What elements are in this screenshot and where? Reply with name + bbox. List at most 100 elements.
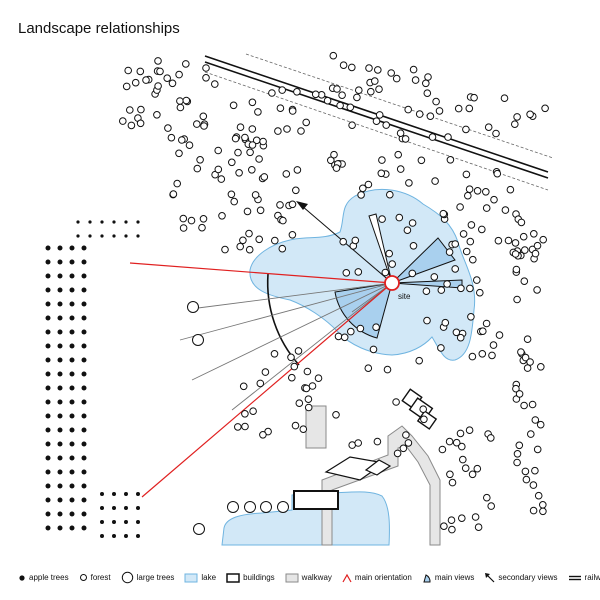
forest-tree <box>473 187 482 195</box>
forest-tree <box>423 89 432 97</box>
forest-tree <box>182 60 190 68</box>
apple-tree <box>69 525 75 531</box>
apple-tree <box>81 329 87 335</box>
apple-tree <box>57 385 63 391</box>
apple-tree <box>124 492 128 496</box>
forest-tree <box>467 221 476 229</box>
apple-tree <box>124 520 128 524</box>
apple-tree <box>100 220 104 224</box>
forest-tree <box>333 85 341 93</box>
walkway-path <box>321 425 441 546</box>
forest-tree <box>202 64 210 72</box>
forest-tree <box>462 170 471 179</box>
apple-tree <box>57 329 63 335</box>
legend-main-views: main views <box>422 573 474 583</box>
apple-tree <box>81 483 87 489</box>
apple-tree <box>45 385 51 391</box>
forest-tree <box>291 421 300 430</box>
forest-tree <box>396 129 405 137</box>
forest-tree <box>458 514 466 523</box>
forest-tree <box>329 51 338 60</box>
forest-tree <box>392 74 401 83</box>
forest-tree <box>395 213 404 222</box>
apple-tree <box>69 371 75 377</box>
forest-tree <box>528 400 537 409</box>
forest-tree <box>536 420 545 429</box>
forest-tree <box>513 458 521 467</box>
forest-tree <box>531 249 540 258</box>
forest-tree <box>340 333 349 342</box>
forest-tree <box>438 445 447 454</box>
forest-tree <box>482 204 491 212</box>
building <box>364 459 392 476</box>
forest-tree <box>512 384 520 393</box>
forest-tree <box>493 169 502 178</box>
forest-tree <box>378 156 386 164</box>
apple-tree <box>136 492 140 496</box>
apple-tree <box>81 511 87 517</box>
large-tree <box>277 501 289 513</box>
apple-tree <box>81 413 87 419</box>
forest-tree <box>218 212 226 220</box>
apple-tree <box>100 234 104 238</box>
forest-tree <box>173 179 181 188</box>
apple-tree <box>69 511 75 517</box>
forest-tree <box>375 111 384 119</box>
forest-tree <box>521 467 530 476</box>
forest-tree <box>288 373 296 382</box>
forest-tree <box>500 94 509 102</box>
forest-tree <box>513 450 522 458</box>
forest-tree <box>520 277 529 286</box>
forest-tree <box>332 164 341 172</box>
apple-tree <box>124 506 128 510</box>
apple-tree <box>81 301 87 307</box>
large-trees <box>187 301 289 535</box>
forest-tree <box>229 101 238 110</box>
forest-tree <box>462 125 470 134</box>
forest-tree <box>126 106 134 114</box>
forest-tree <box>529 481 538 489</box>
legend-buildings: buildings <box>226 572 275 583</box>
forest-tree <box>461 464 470 473</box>
legend-main-orientation: main orientation <box>342 573 412 583</box>
forest-tree <box>154 82 162 90</box>
site-label: site <box>398 292 411 301</box>
apple-tree <box>57 455 63 461</box>
forest-tree <box>478 225 486 234</box>
forest-tree <box>256 379 265 388</box>
forest-tree <box>531 466 539 475</box>
legend-secondary-views: secondary views <box>484 572 558 583</box>
apple-tree <box>76 220 80 224</box>
forest-tree <box>255 235 264 244</box>
apple-tree <box>124 234 128 238</box>
forest-tree <box>185 141 194 149</box>
apple-tree <box>57 511 63 517</box>
main-view-east <box>391 237 456 284</box>
apple-tree <box>81 385 87 391</box>
forest-tree <box>255 155 263 163</box>
forest-tree <box>443 280 451 288</box>
apple-tree <box>45 441 51 447</box>
forest-tree <box>221 245 229 254</box>
forest-tree <box>276 104 285 112</box>
apple-tree <box>57 525 63 531</box>
forest <box>119 51 549 534</box>
apple-tree <box>112 506 116 510</box>
forest-tree <box>214 165 223 174</box>
apple-tree <box>45 259 51 265</box>
apple-tree <box>69 469 75 475</box>
apple-tree <box>45 343 51 349</box>
forest-tree <box>202 74 210 82</box>
forest-tree <box>178 136 186 144</box>
site-plan: site <box>45 51 554 546</box>
forest-tree <box>193 120 201 128</box>
forest-tree <box>420 415 428 424</box>
legend: apple trees forest large trees lake buil… <box>18 571 600 584</box>
forest-tree <box>131 78 140 87</box>
apple-tree <box>100 506 104 510</box>
forest-tree <box>533 241 542 250</box>
forest-tree <box>388 260 397 268</box>
forest-tree <box>417 156 426 165</box>
forest-tree <box>364 364 373 373</box>
legend-large-trees: large trees <box>121 571 174 584</box>
